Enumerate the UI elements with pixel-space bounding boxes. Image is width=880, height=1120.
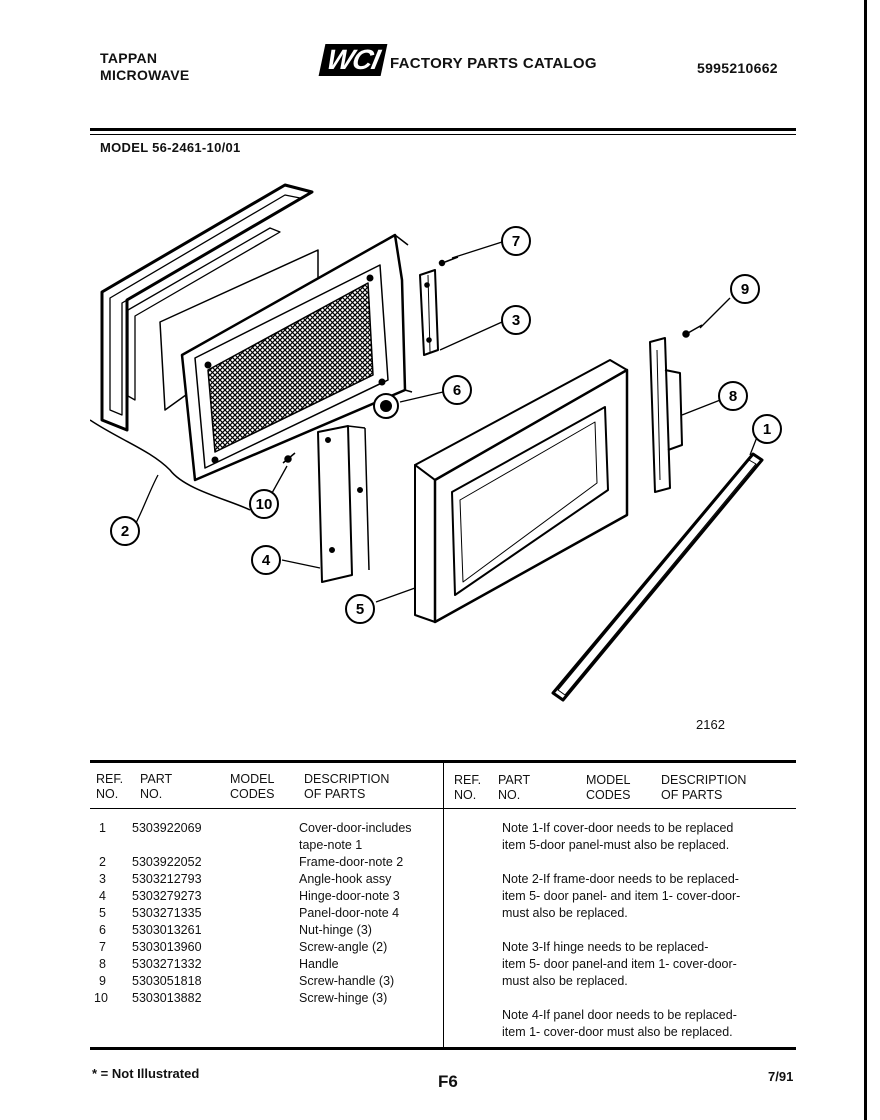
- screw-part-10: [282, 452, 296, 464]
- catalog-number: 5995210662: [697, 60, 778, 76]
- callout-5: 5: [345, 594, 375, 624]
- page-right-border: [864, 0, 867, 1120]
- part-panel-door: [414, 359, 629, 624]
- part-frame-door-mesh: [180, 233, 413, 482]
- header-rule-thin: [90, 134, 796, 135]
- figure-number: 2162: [696, 717, 725, 732]
- brand-block: TAPPAN MICROWAVE: [100, 50, 190, 84]
- note-3: Note 3-If hinge needs to be replaced-ite…: [502, 940, 737, 988]
- screw-part-7: [438, 256, 459, 267]
- exploded-parts-diagram: 1 2 3 4 5 6 7 8 9 10: [90, 183, 782, 702]
- product-type: MICROWAVE: [100, 67, 190, 83]
- svg-text:10: 10: [256, 496, 273, 513]
- table-column-divider: [443, 763, 444, 1048]
- svg-text:2: 2: [121, 523, 129, 540]
- wci-logo: WCI: [318, 44, 388, 76]
- table-top-rule: [90, 760, 796, 763]
- part-angle-hook: [419, 269, 439, 356]
- callout-8: 8: [718, 381, 748, 411]
- callout-9: 9: [730, 274, 760, 304]
- table-header-rule: [90, 808, 796, 809]
- svg-text:8: 8: [729, 388, 737, 405]
- callout-1: 1: [752, 414, 782, 444]
- revision-date: 7/91: [768, 1069, 794, 1084]
- header-rule: [90, 128, 796, 131]
- callout-3: 3: [501, 305, 531, 335]
- brand-name: TAPPAN: [100, 50, 158, 66]
- table-bottom-rule: [90, 1047, 796, 1050]
- leader-lines: [135, 241, 760, 603]
- part-nut-hinge: [373, 393, 399, 419]
- callouts: 1 2 3 4 5 6 7 8 9 10: [110, 226, 782, 624]
- note-4: Note 4-If panel door needs to be replace…: [502, 1008, 737, 1039]
- part-cover-door: [551, 452, 764, 702]
- header-ref-no-right: REF.NO.: [454, 773, 482, 802]
- svg-text:5: 5: [356, 601, 364, 618]
- callout-10: 10: [249, 489, 279, 519]
- page-code: F6: [438, 1072, 458, 1091]
- callout-6: 6: [442, 375, 472, 405]
- callout-7: 7: [501, 226, 531, 256]
- svg-text:6: 6: [453, 382, 461, 399]
- model-number: MODEL 56-2461-10/01: [100, 140, 241, 155]
- callout-4: 4: [251, 545, 281, 575]
- svg-text:1: 1: [763, 421, 771, 438]
- part-handle: [649, 337, 683, 493]
- not-illustrated-legend: * = Not Illustrated: [92, 1066, 200, 1081]
- svg-text:3: 3: [512, 312, 520, 329]
- header-ref-no-left: REF.NO.: [96, 772, 124, 801]
- screw-part-9: [682, 324, 703, 338]
- note-2: Note 2-If frame-door needs to be replace…: [502, 872, 741, 920]
- svg-text:4: 4: [262, 552, 271, 569]
- part-hinge-door: [317, 425, 370, 583]
- note-1: Note 1-If cover-door needs to be replace…: [502, 821, 734, 852]
- catalog-title: FACTORY PARTS CATALOG: [390, 55, 597, 72]
- callout-2: 2: [110, 516, 140, 546]
- svg-text:9: 9: [741, 281, 749, 298]
- svg-text:7: 7: [512, 233, 520, 250]
